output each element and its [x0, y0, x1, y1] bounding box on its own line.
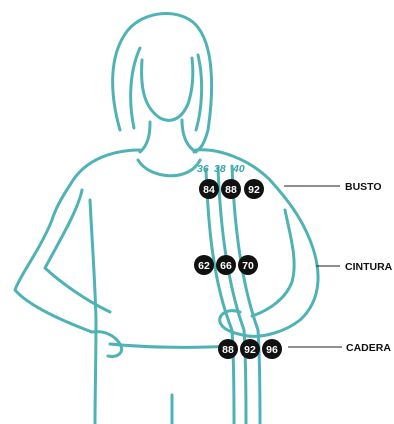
row-label: CADERA: [346, 342, 391, 354]
row-cadera: 88 92 96 CADERA: [218, 339, 391, 359]
right-arm-outer: [248, 240, 318, 336]
measurement-value: 62: [198, 260, 210, 272]
left-sleeve: [52, 185, 70, 220]
size-label: 36: [197, 163, 209, 175]
measurement-value: 96: [266, 344, 278, 356]
right-arm-inner: [252, 210, 294, 316]
left-arm-inner: [45, 190, 110, 312]
measurement-value: 88: [222, 344, 234, 356]
size-label: 38: [214, 163, 226, 175]
size-labels: 36 38 40: [197, 163, 245, 175]
woman-figure-illustration: [15, 14, 318, 424]
face-outline: [142, 58, 193, 120]
neck-left: [140, 122, 150, 152]
row-busto: 84 88 92 BUSTO: [199, 179, 382, 199]
measurement-value: 84: [203, 184, 215, 196]
shoulder-left: [70, 150, 140, 185]
neck-right: [182, 120, 196, 152]
measurement-value: 88: [225, 184, 237, 196]
pants-left: [95, 320, 96, 424]
measurement-value: 92: [248, 184, 260, 196]
hair-inner-right: [196, 55, 202, 130]
row-label: CINTURA: [345, 261, 393, 273]
hair-inner-left: [131, 48, 140, 128]
row-label: BUSTO: [345, 181, 382, 193]
measurement-value: 92: [244, 344, 256, 356]
measurement-value: 70: [242, 260, 254, 272]
size-label: 40: [232, 163, 245, 175]
measurement-value: 66: [220, 260, 232, 272]
collar: [138, 160, 200, 176]
shirt-hem: [110, 344, 230, 347]
